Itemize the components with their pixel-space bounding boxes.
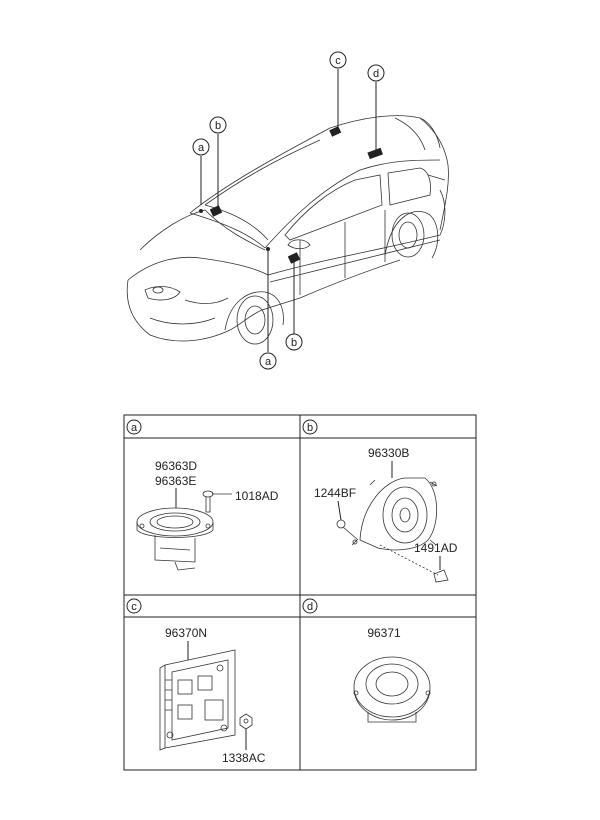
callout-a-top: a: [192, 138, 210, 156]
callout-b-bottom: b: [285, 333, 303, 351]
callout-c-top: c: [329, 51, 347, 69]
panel-b-speaker-drawing: [351, 477, 438, 551]
svg-text:d: d: [307, 601, 313, 613]
svg-text:b: b: [215, 120, 221, 132]
panel-b-bolt: [336, 519, 359, 541]
panel-b-letter: b: [302, 419, 318, 435]
part-label-96371: 96371: [367, 626, 401, 640]
panel-c-letter: c: [126, 598, 142, 614]
svg-text:c: c: [335, 55, 341, 67]
part-label-96370n: 96370N: [165, 626, 207, 640]
svg-text:b: b: [291, 337, 297, 349]
car-illustration: [126, 115, 449, 345]
part-label-96363e: 96363E: [155, 474, 196, 488]
car-speaker-markers: [199, 126, 383, 264]
callout-b-top: b: [209, 116, 227, 134]
svg-text:a: a: [265, 356, 272, 368]
svg-text:d: d: [373, 68, 379, 80]
part-label-1018ad: 1018AD: [235, 489, 279, 503]
svg-text:b: b: [307, 422, 313, 434]
callout-leaders: [200, 69, 377, 352]
svg-text:c: c: [131, 601, 137, 613]
callout-d-top: d: [367, 64, 385, 82]
panel-a-letter: a: [126, 419, 142, 435]
panel-d-letter: d: [302, 598, 318, 614]
part-label-96330b: 96330B: [368, 446, 409, 460]
panel-a-tweeter-drawing: [136, 507, 214, 571]
panel-c-nut: [239, 713, 253, 730]
panel-d-speaker-drawing: [353, 656, 431, 723]
parts-grid: [123, 414, 477, 771]
panel-c-amplifier-drawing: [159, 649, 236, 751]
part-label-1491ad: 1491AD: [414, 541, 458, 555]
panel-a-screw: [202, 490, 232, 513]
svg-text:a: a: [198, 142, 205, 154]
part-label-96363d: 96363D: [155, 459, 197, 473]
panel-b-clip: [379, 544, 449, 583]
callout-a-bottom: a: [259, 352, 277, 370]
part-label-1244bf: 1244BF: [314, 486, 356, 500]
part-label-1338ac: 1338AC: [222, 751, 266, 765]
svg-text:a: a: [131, 422, 138, 434]
